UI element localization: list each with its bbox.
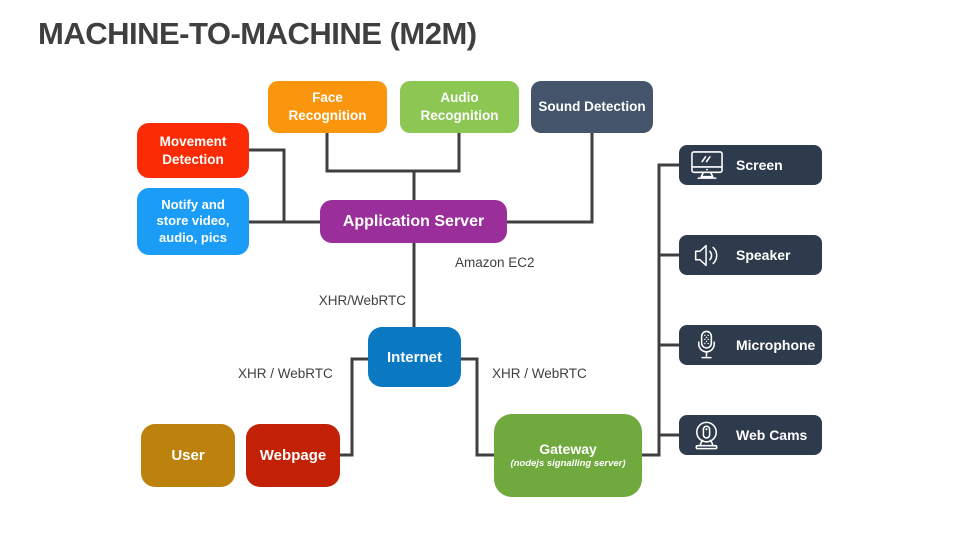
device-label: Screen — [736, 157, 783, 173]
node-notify-store: Notify and store video, audio, pics — [137, 188, 249, 255]
device-speaker: Speaker — [679, 235, 822, 275]
edge-device-bus — [640, 163, 682, 457]
device-microphone: Microphone — [679, 325, 822, 365]
node-webpage: Webpage — [246, 424, 340, 487]
edge-internet-webpage — [338, 357, 370, 457]
edge-movement-join — [247, 148, 286, 224]
node-sound-detection: Sound Detection — [531, 81, 653, 133]
node-internet: Internet — [368, 327, 461, 387]
node-gateway: Gateway (nodejs signalling server) — [494, 414, 642, 497]
node-application-server: Application Server — [320, 200, 507, 243]
device-label: Web Cams — [736, 427, 808, 443]
edge-sound-appserver — [505, 131, 594, 224]
screen-icon — [688, 149, 725, 181]
device-label: Microphone — [736, 337, 816, 353]
device-label: Speaker — [736, 247, 791, 263]
annotation-amazon-ec2: Amazon EC2 — [455, 255, 535, 270]
gateway-label: Gateway — [539, 441, 597, 458]
microphone-icon — [688, 329, 725, 361]
webcam-icon — [688, 419, 725, 451]
gateway-sublabel: (nodejs signalling server) — [510, 458, 626, 470]
node-movement-detection: Movement Detection — [137, 123, 249, 178]
page-title: MACHINE-TO-MACHINE (M2M) — [38, 16, 477, 51]
node-audio-recognition: Audio Recognition — [400, 81, 519, 133]
annotation-xhr-webrtc-top: XHR/WebRTC — [318, 293, 406, 308]
edge-internet-gateway — [459, 357, 496, 457]
node-face-recognition: Face Recognition — [268, 81, 387, 133]
device-webcams: Web Cams — [679, 415, 822, 455]
annotation-xhr-webrtc-right: XHR / WebRTC — [492, 366, 587, 381]
device-screen: Screen — [679, 145, 822, 185]
annotation-xhr-webrtc-left: XHR / WebRTC — [238, 366, 333, 381]
speaker-icon — [688, 239, 725, 271]
node-user: User — [141, 424, 235, 487]
